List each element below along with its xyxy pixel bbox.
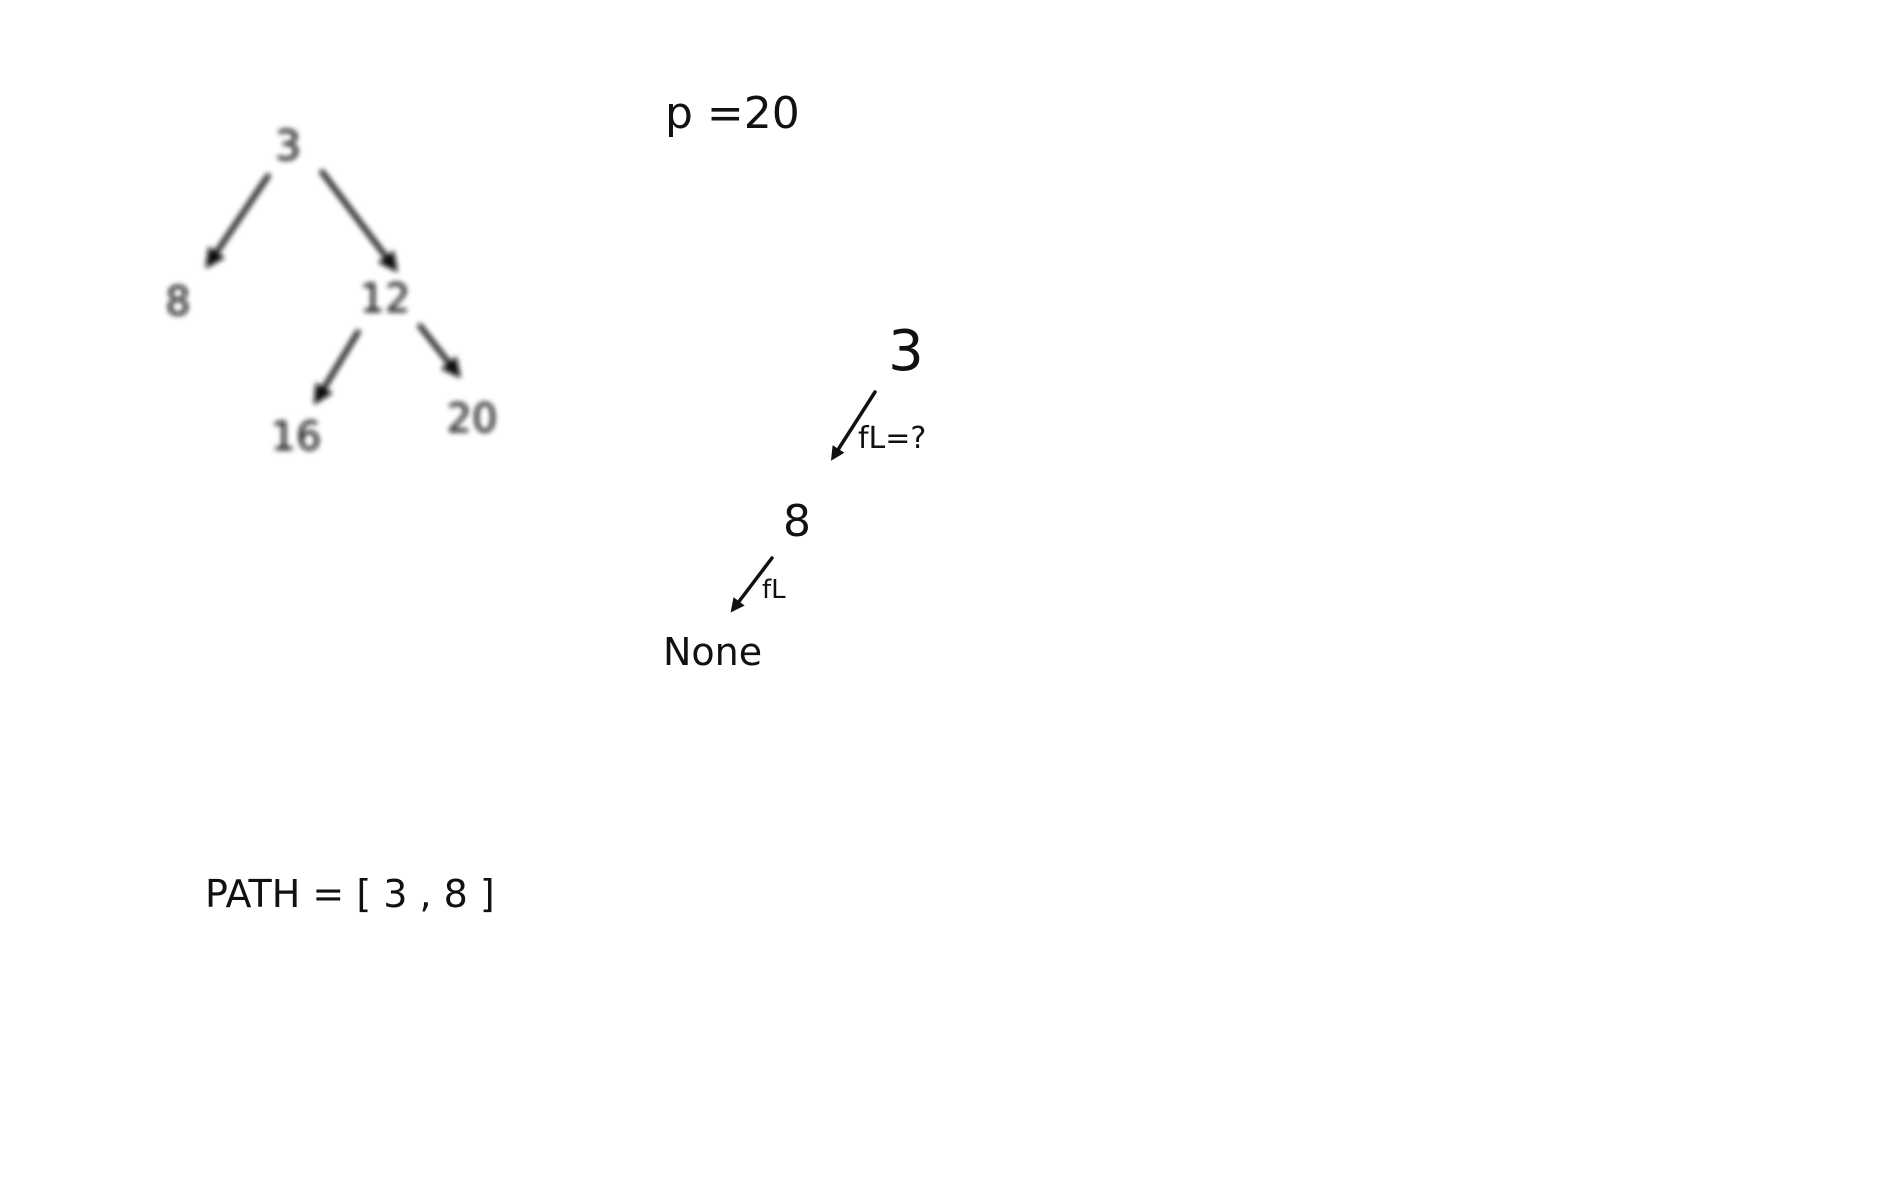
tree-node-left: 8	[165, 279, 190, 325]
binary-tree: 3 8 12 16 20	[165, 121, 497, 460]
traversal-node-second: 8	[783, 496, 811, 547]
tree-edge-root-left	[205, 173, 271, 269]
traversal-edge-2	[730, 556, 774, 613]
traversal-edge-1	[830, 390, 877, 461]
tree-edge-right-right	[417, 323, 461, 379]
tree-edge-root-right	[319, 169, 398, 273]
tree-node-right: 12	[360, 276, 411, 322]
traversal-node-root: 3	[888, 319, 924, 384]
traversal-diagram: 3 fL=? 8 fL None	[663, 319, 926, 674]
path-label: PATH = [ 3 , 8 ]	[205, 872, 495, 916]
tree-node-root: 3	[275, 121, 302, 170]
tree-node-right-right: 20	[447, 396, 498, 442]
traversal-edge-1-label: fL=?	[858, 421, 926, 456]
target-label: p =20	[665, 88, 800, 139]
traversal-node-end: None	[663, 630, 762, 674]
tree-node-right-left: 16	[271, 414, 322, 460]
tree-edge-right-left	[313, 329, 361, 405]
traversal-edge-2-label: fL	[762, 575, 786, 605]
